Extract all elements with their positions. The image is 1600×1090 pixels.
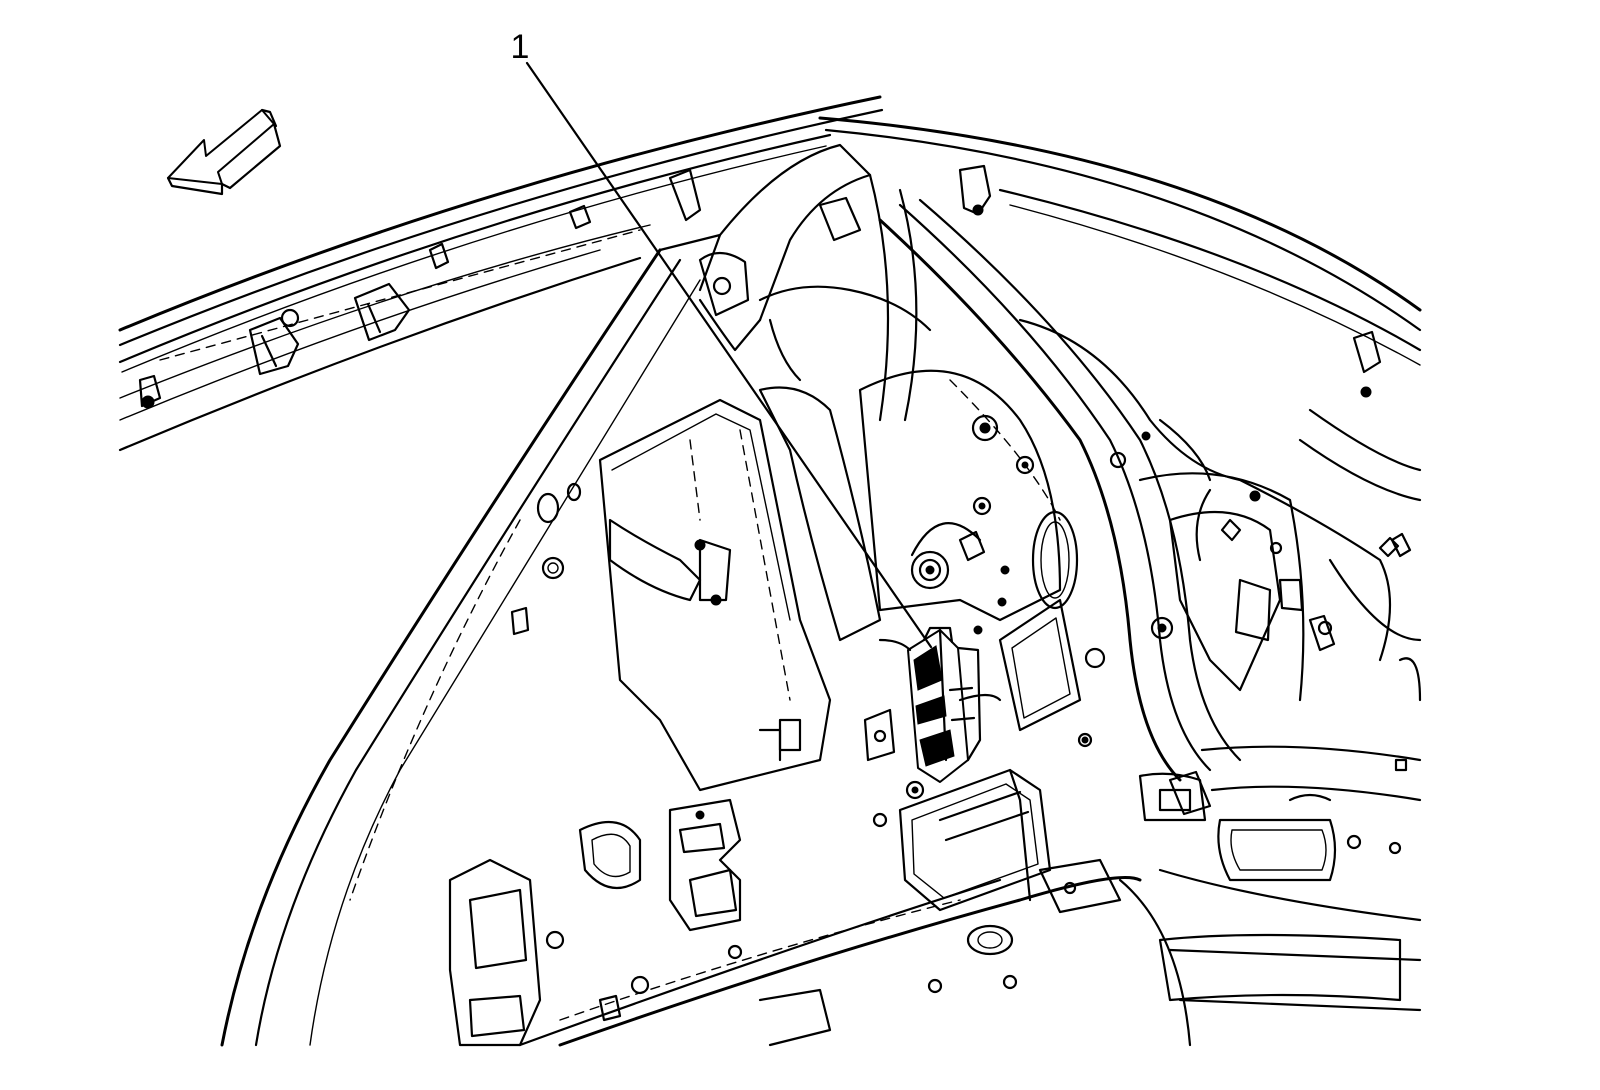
callout-1-label: 1 <box>511 28 530 66</box>
module-component <box>907 626 982 783</box>
rear-window-frame <box>818 116 1422 398</box>
side-panel <box>220 233 722 1047</box>
pillar-inner <box>698 143 918 422</box>
roof-rail <box>118 95 884 452</box>
floor-pan <box>518 858 1422 1047</box>
wheelhouse <box>858 198 1242 782</box>
callout-1: 1 <box>511 28 933 649</box>
module-bracket <box>863 708 1052 912</box>
callout-1-leader-line <box>525 61 933 649</box>
rear-compartment <box>1138 408 1422 882</box>
lower-brackets <box>448 798 888 1047</box>
center-brace <box>598 386 882 792</box>
wire-harness <box>758 285 1400 702</box>
front-direction-arrow-icon <box>166 108 282 196</box>
